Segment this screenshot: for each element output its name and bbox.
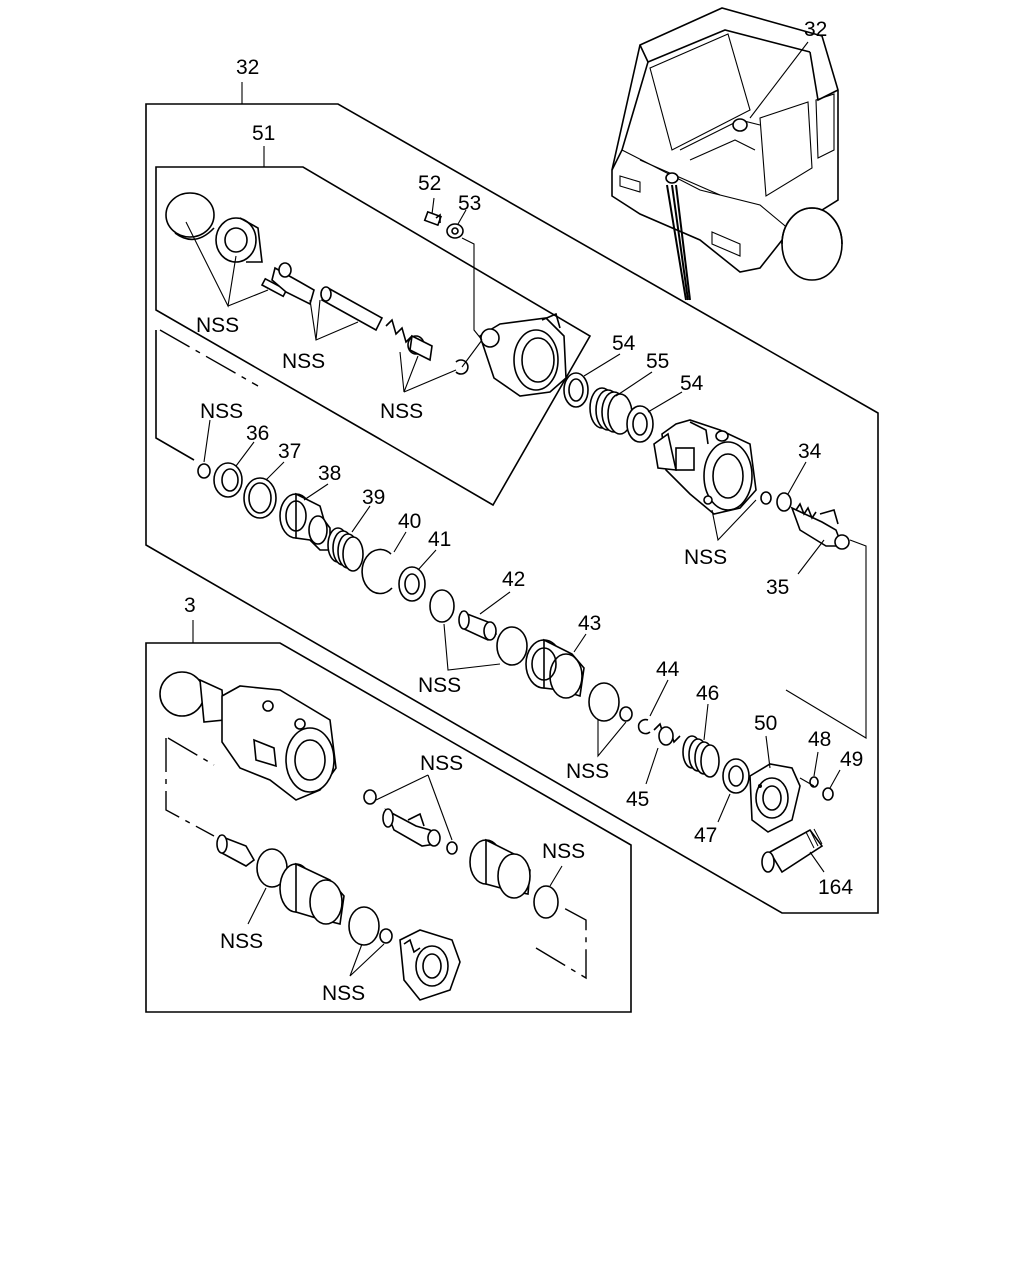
callout-36: 36	[246, 422, 269, 445]
callout-labels: 32 32 51 52 53 54 55 54 34 35 36 37 38 3…	[184, 18, 863, 899]
nss-label: NSS	[322, 982, 365, 1005]
truck-cab-icon	[611, 7, 843, 301]
callout-38: 38	[318, 462, 341, 485]
nss-label: NSS	[566, 760, 609, 783]
spring-39	[327, 527, 364, 572]
callout-3: 3	[184, 594, 196, 617]
nss-label: NSS	[196, 314, 239, 337]
clip-part	[455, 359, 469, 375]
nss-label: NSS	[282, 350, 325, 373]
callout-52: 52	[418, 172, 441, 195]
ring-3b	[446, 841, 458, 855]
spring-45	[653, 722, 681, 746]
callout-42: 42	[502, 568, 525, 591]
nss-labels: NSS NSS NSS NSS NSS NSS NSS NSS NSS NSS …	[196, 314, 727, 1005]
nss-label: NSS	[380, 400, 423, 423]
sleeve-3	[216, 834, 256, 867]
nss-label: NSS	[200, 400, 243, 423]
piston-38	[279, 492, 331, 551]
ring-3a	[363, 789, 377, 805]
callout-49: 49	[840, 748, 863, 771]
clip-44	[637, 718, 651, 735]
rod-part	[320, 286, 384, 332]
washer-53	[446, 223, 464, 239]
housing-3	[221, 685, 337, 801]
callout-32-main: 32	[236, 56, 259, 79]
ring-nss	[197, 463, 211, 479]
spring-55	[589, 387, 633, 435]
screw-52	[423, 210, 442, 227]
plunger-35	[790, 502, 850, 550]
callout-46: 46	[696, 682, 719, 705]
pin-part	[260, 262, 315, 306]
callout-47: 47	[694, 824, 717, 847]
callout-35: 35	[766, 576, 789, 599]
callout-44: 44	[656, 658, 680, 681]
tube-icon	[761, 828, 824, 874]
cover-50	[749, 763, 801, 833]
assembly-32-outline	[145, 103, 879, 914]
callout-43: 43	[578, 612, 601, 635]
callout-34: 34	[798, 440, 822, 463]
o-ring-c	[588, 682, 620, 722]
nss-leaders	[185, 221, 757, 977]
callout-54a: 54	[612, 332, 636, 355]
o-ring-54b	[626, 405, 654, 443]
nss-label: NSS	[684, 546, 727, 569]
o-ring-a	[429, 589, 455, 623]
callout-50: 50	[754, 712, 777, 735]
o-ring-54a	[563, 372, 589, 408]
piston-3a	[279, 862, 345, 925]
knob-3	[159, 671, 225, 723]
o-ring-d	[619, 706, 633, 722]
callout-45: 45	[626, 788, 649, 811]
valve-body	[653, 419, 757, 515]
spring-46	[682, 735, 720, 778]
cover-3	[399, 929, 461, 1001]
nss-label: NSS	[418, 674, 461, 697]
callout-37: 37	[278, 440, 301, 463]
housing-icon	[479, 312, 567, 397]
knob-housing	[215, 217, 263, 263]
knob-icon	[165, 192, 215, 241]
callout-32-truck: 32	[804, 18, 827, 41]
washer-47	[722, 758, 750, 794]
assembly-3-outline	[145, 642, 632, 1013]
callout-40: 40	[398, 510, 421, 533]
callout-51: 51	[252, 122, 275, 145]
nss-label: NSS	[420, 752, 463, 775]
callout-55: 55	[646, 350, 669, 373]
nss-label: NSS	[220, 930, 263, 953]
o-ring-3d	[533, 885, 559, 919]
leader-32-truck	[749, 41, 809, 119]
callout-53: 53	[458, 192, 481, 215]
assembly-51-outline	[155, 166, 592, 507]
snap-ring-40	[361, 548, 393, 595]
spring-icon	[385, 318, 413, 344]
ring-41	[398, 566, 426, 602]
o-ring-3c	[379, 928, 393, 944]
callout-leaders	[235, 197, 841, 873]
callout-54b: 54	[680, 372, 704, 395]
group-outline	[155, 330, 195, 461]
piston-43	[525, 638, 585, 699]
sleeve-42	[458, 610, 498, 641]
small-ring	[760, 491, 772, 505]
ring-34	[776, 492, 792, 512]
callout-164: 164	[818, 876, 853, 899]
bolt-49	[822, 787, 834, 801]
nss-label: NSS	[542, 840, 585, 863]
callout-48: 48	[808, 728, 831, 751]
plunger-3	[382, 808, 441, 847]
callout-39: 39	[362, 486, 385, 509]
o-ring-b	[496, 626, 528, 666]
o-ring-3b	[348, 906, 380, 946]
piston-3b	[469, 838, 531, 899]
callout-41: 41	[428, 528, 451, 551]
